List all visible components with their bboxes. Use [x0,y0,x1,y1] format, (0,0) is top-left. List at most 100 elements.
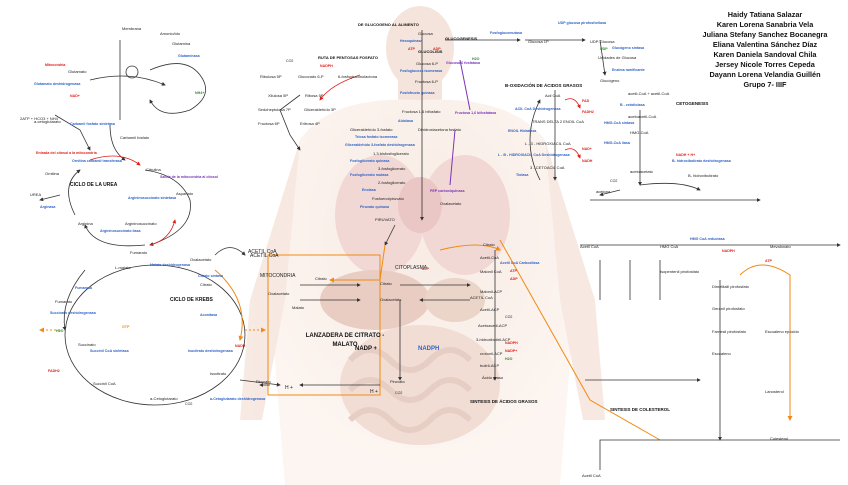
beta-fad: FAD [582,99,590,103]
fa-acetyl: Acetil-CoA [480,255,499,260]
shuttle-h-mito: H + [285,385,293,391]
beta-enz-hdh: L - B - HIDROXIACIL CoA Deshidrogenasa [498,153,570,157]
glyc-dhap: Dihidroxiacetona fosfato [418,127,461,132]
krebs-enz-idh: Isocitrato deshidrogenasa [188,349,233,353]
author-name: Dayann Lorena Velandia Guillén [709,70,821,79]
pentose-f6p: Fructosa 6P [258,121,280,126]
urea-membrane: Membrana [122,26,142,31]
urea-glutaminase: Glutaminasa [178,54,200,58]
chol-acetyl-bottom: Acetil CoA [582,473,601,478]
krebs-enz-fum: Fumarasa [75,286,92,290]
glyc-pg2: 2-fosfoglicerato [378,180,406,185]
krebs-succinate: Succinato [78,342,96,347]
mitochondria-label: MITOCONDRIA [260,273,296,279]
chol-mevalonate: Mevalonato [770,244,791,249]
chol-enz-hmgr: HMG CoA reductasa [690,237,725,241]
fa-enz-acc: Acetil CoA Carboxilasa [500,261,540,265]
chol-farnesyl: Farnesil pirofosfato [712,329,747,334]
glycogen-udpg: UDP-Glucosa [590,39,615,44]
urea-cycle-diagram [39,40,207,247]
urea-aspartate: Aspartato [176,191,194,196]
krebs-enz-akgdh: a-Cetoglutarato deshidrogenasa [210,397,266,401]
fa-adp: ADP [510,277,518,281]
urea-entry-ornithine: Entrada del citosol a la mitocondria [36,151,97,155]
beta-nad: NAD+ [582,147,592,151]
keto-co2: CO2 [610,179,618,183]
fa-co2: CO2 [505,315,513,319]
pentose-gluconolactone: 6-fosfogluconolactona [338,74,378,79]
glyc-enz-pgi: Fosfoglucosa isomerasa [400,69,443,73]
fa-acetoacetyl-acp: Acetoacetil-ACP [478,323,508,328]
krebs-h2o: H2O [56,329,64,333]
chol-epoxide: Escualeno epóxido [765,329,799,334]
glycogenesis-title: GLUCOGENESIS [445,36,478,41]
food-title: DE GLUCOGENO AL ALIMENTO [358,22,419,27]
pentose-xylulose: Xilulosa 5P [268,93,289,98]
urea-oxoglutarate: a-cetoglutarato [34,119,61,124]
glyc-h2o: H2O [472,57,480,61]
chol-acetyl: Acetil CoA [580,244,599,249]
krebs-fadh2: FADH2 [48,369,60,373]
urea-cycle-title: CICLO DE LA UREA [70,182,118,188]
glyc-enz-pfk: Fosfofructo quinasa [400,91,435,95]
glycogen-enz-udp: UDP glucosa pirofosforilasa [558,21,607,25]
glyc-enz-g6pase: Glucosa 6 fosfatasa [446,61,480,65]
urea-exit-citrulline: Salida de la mitocondria al citosol [160,175,218,179]
keto-hydroxybutyrate: B- hidroxibutirato [688,173,719,178]
urea-nh4: NH4+ [195,91,205,95]
pentose-gluconate: Gluconato 6-P [298,74,324,79]
urea-citrulline: Citrulina [146,167,161,172]
cholesterol-title: SINTESIS DE COLESTEROL [610,407,671,412]
urea-enz-arginase: Arginasa [40,205,56,209]
urea-co2-line: 2ATP + HCO3 + NH4 [20,116,58,121]
glyc-enz-pgm: Fosfoglicerato mutasa [350,173,389,177]
chol-geranyl: Geranil pirofosfato [712,306,745,311]
urea-urea: UREA [30,192,42,197]
keto-enz-hmgs: HMG-CoA sintasa [604,121,635,125]
shuttle-oxaloacetate: Oxalacetato [268,291,290,296]
krebs-enz-citrate: Citrato sintasa [198,274,223,278]
krebs-enz-aconitase: Aconitasa [200,313,218,317]
cytoplasm-label: CITOPLASMA [395,265,428,271]
keto-acetone: acetona [596,189,611,194]
fa-atp: ATP [510,269,517,273]
keto-acetoacetate: acetoacetato [630,169,653,174]
glycogen-glycogen: Glucógeno [600,78,620,83]
glyc-enz-gapdh: Gliceraldehído 3-fosfato deshidrogenasa [345,143,415,147]
chol-atp: ATP [765,259,772,263]
beta-oxidation-pathway [529,90,581,181]
keto-nadh: NADH + H+ [676,153,696,157]
pentose-nadph: NADPH [320,64,333,68]
urea-arginine: Arginina [78,221,93,226]
fatty-acid-synthesis [493,239,661,441]
krebs-citrate: Citrato [200,282,212,287]
glyc-enz-tpi: Triosa fosfato isomerasa [355,135,398,139]
pentose-erythrose: Eritrosa 4P [300,121,320,126]
shuttle-atp: ATP [422,267,429,271]
krebs-isocitrate: Isocitrato [210,371,227,376]
fa-nadp: NADP+ [505,349,518,353]
author-name: Haidy Tatiana Salazar [727,10,803,19]
pentose-co2: CO2 [286,59,294,63]
glyc-adp: ADP [433,47,441,51]
urea-enz-ass: Argininosuccinato sintetasa [128,196,177,200]
glyc-enz-pk: Piruvato quinasa [360,205,389,209]
glyc-enz-aldolase: Aldolasa [398,119,413,123]
shuttle-title: LANZADERA DE CITRATO - MALATO [305,333,385,348]
beta-nadh: NADH [582,159,593,163]
krebs-succinyl: Succinil CoA [93,381,116,386]
krebs-co2: CO2 [185,402,193,406]
keto-hmg: HMG-CoA [630,130,649,135]
krebs-acetyl: ACETIL CoA [250,253,279,259]
glyc-enz-pgk: Fosfoglicerato quinasa [350,159,390,163]
chol-isopentenyl: Isopentenil pirofosfato [660,269,700,274]
shuttle-co2: CO2 [395,391,403,395]
beta-enz-hyd: ENOIL Hidratasa [508,129,537,133]
glycogen-udp: UDP [600,47,608,51]
group-label: Grupo 7- IIIF [743,80,787,89]
krebs-oxaloacetate: Oxalacetato [190,257,212,262]
beta-enoyl: TRANS DELTA 2 ENOIL CoA [532,119,584,124]
authors-list: Haidy Tatiana Salazar Karen Lorena Sanab… [690,10,840,90]
pentose-ribose: Ribosa 5P [305,93,324,98]
